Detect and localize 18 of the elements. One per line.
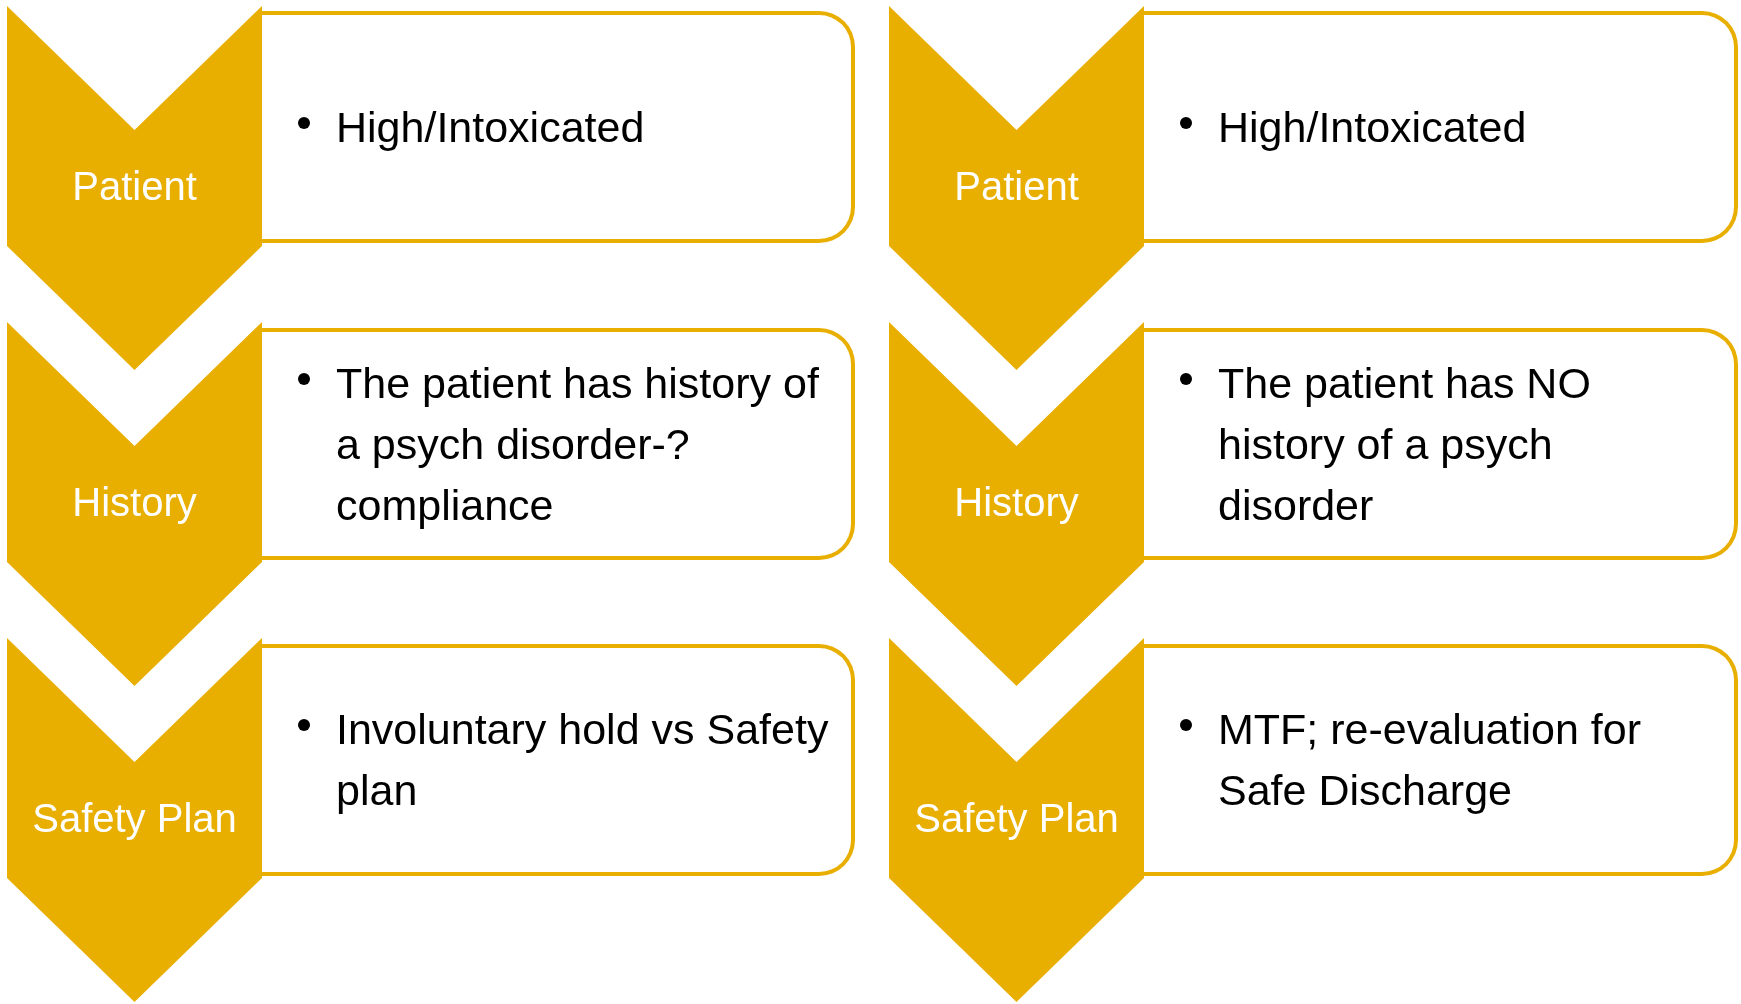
step-label: Safety Plan	[913, 795, 1120, 842]
text-box	[262, 11, 855, 243]
bullet-text: The patient has NO history of a psych disorder	[1218, 357, 1592, 531]
text-box	[1144, 328, 1738, 560]
step-label: History	[71, 479, 198, 526]
bullet-text: High/Intoxicated	[336, 101, 645, 153]
bullet-text: Involuntary hold vs Safety plan	[336, 704, 830, 816]
step-label: Patient	[71, 163, 198, 210]
step-label: Safety Plan	[31, 795, 238, 842]
step-label: History	[953, 479, 1080, 526]
text-box	[1144, 644, 1738, 876]
text-box	[1144, 11, 1738, 243]
text-box	[262, 644, 855, 876]
step-label: Patient	[953, 163, 1080, 210]
text-box	[262, 328, 855, 560]
bullet-text: MTF; re-evaluation for Safe Discharge	[1218, 704, 1642, 816]
bullet-text: High/Intoxicated	[1218, 101, 1527, 153]
bullet-text: The patient has history of a psych disorder-?compliance	[336, 357, 820, 531]
